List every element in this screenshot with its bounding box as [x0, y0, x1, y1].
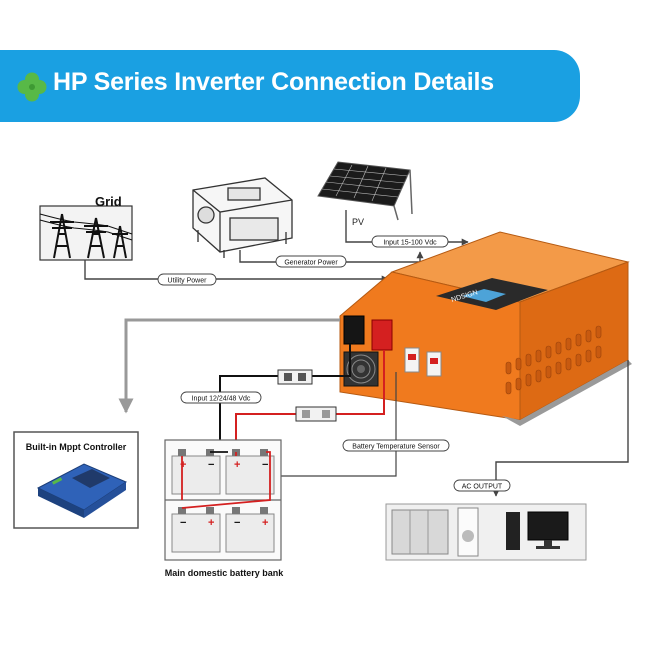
inline-breaker	[295, 406, 337, 422]
pv-input-tag: Input 15-100 Vdc	[371, 235, 449, 248]
temp-sensor-tag: Battery Temperature Sensor	[342, 439, 450, 452]
mppt-controller-icon	[36, 463, 128, 518]
utility-power-tag: Utility Power	[157, 273, 217, 286]
clover-icon	[17, 72, 47, 102]
page-title: HP Series Inverter Connection Details	[53, 68, 494, 96]
battery-input-tag: Input 12/24/48 Vdc	[180, 391, 262, 404]
svg-text:−: −	[180, 517, 186, 529]
svg-text:Input 15-100 Vdc: Input 15-100 Vdc	[383, 240, 437, 247]
ac-output-tag: AC OUTPUT	[453, 479, 511, 492]
black-terminal	[343, 315, 365, 345]
grid-icon	[39, 205, 133, 261]
mppt-label: Built-in Mppt Controller	[26, 442, 127, 452]
solar-panel-icon	[317, 161, 413, 221]
svg-text:+: +	[262, 517, 268, 529]
svg-text:Generator Power: Generator Power	[284, 260, 338, 267]
title-banner	[0, 50, 580, 122]
ac-loads-box	[385, 503, 587, 561]
svg-text:+: +	[180, 459, 186, 471]
grid-label: Grid	[95, 194, 122, 209]
svg-text:+: +	[208, 517, 214, 529]
red-terminal	[371, 319, 393, 351]
svg-text:−: −	[234, 517, 240, 529]
svg-text:+: +	[234, 459, 240, 471]
fuse-holder	[277, 369, 313, 385]
battery-bank: + − + − − + − +	[164, 439, 282, 561]
svg-text:Utility Power: Utility Power	[168, 278, 208, 285]
svg-text:AC OUTPUT: AC OUTPUT	[462, 484, 503, 491]
svg-text:−: −	[208, 459, 214, 471]
battery-bank-label: Main domestic battery bank	[165, 568, 285, 578]
svg-text:Input 12/24/48 Vdc: Input 12/24/48 Vdc	[192, 396, 251, 403]
generator-power-tag: Generator Power	[275, 255, 347, 268]
svg-text:Battery Temperature Sensor: Battery Temperature Sensor	[352, 444, 440, 451]
generator-icon	[192, 177, 293, 258]
svg-text:−: −	[262, 459, 268, 471]
pv-label: PV	[352, 217, 364, 227]
